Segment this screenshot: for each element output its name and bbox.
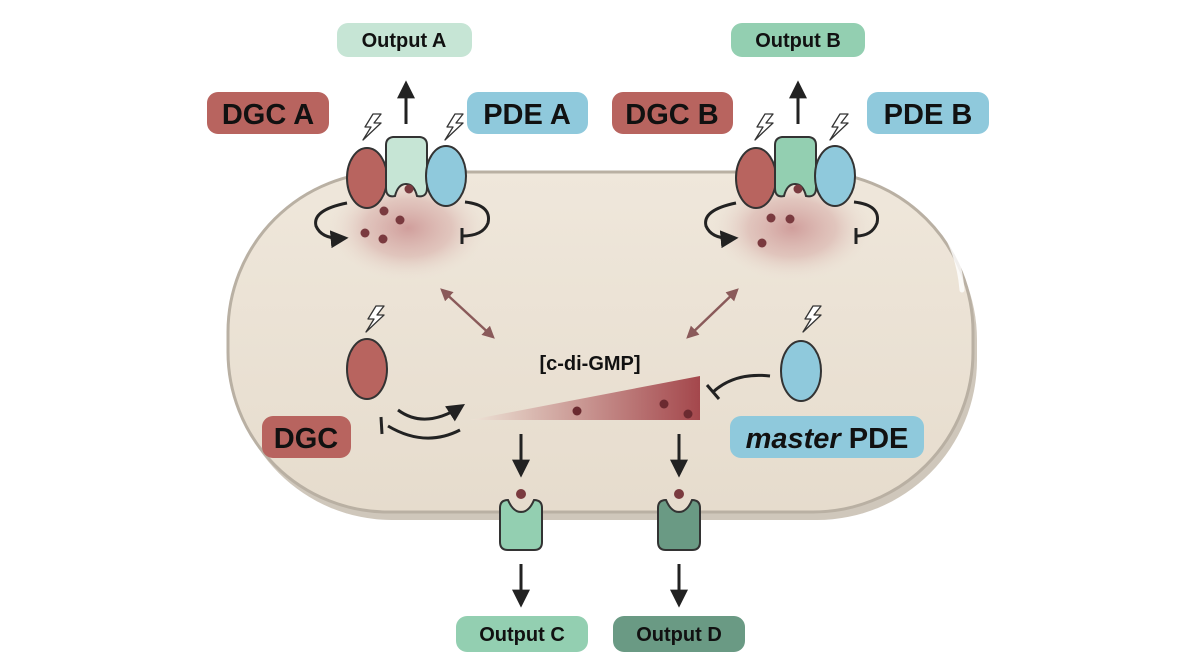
module-b-pool-exchange-arrow <box>686 288 739 339</box>
module-a <box>314 80 491 280</box>
pde-a-inhibition <box>461 200 491 238</box>
effector-c-protein <box>499 498 543 551</box>
master-pde-label-box: master PDE <box>730 416 924 458</box>
master-pde <box>705 305 822 402</box>
output-c-label-box: Output C <box>456 616 588 652</box>
lightning-master-pde-icon <box>802 305 822 333</box>
pde-a-label-box: PDE A <box>467 92 588 134</box>
module-a-pool-exchange-arrow <box>440 288 495 339</box>
pde-b-label: PDE B <box>884 99 973 131</box>
master-pde-label: master PDE <box>746 423 909 455</box>
dgc-b-protein <box>735 147 777 209</box>
lightning-pde-b-icon <box>829 113 849 141</box>
dgc-feedback-inhibition <box>387 424 461 440</box>
lightning-dgc-a-icon <box>362 113 382 141</box>
master-label-pde: PDE <box>841 423 909 455</box>
dgc-b-label: DGC B <box>625 99 718 131</box>
output-a-label-box: Output A <box>337 23 472 57</box>
dgc-synthesis-arrow <box>397 404 466 422</box>
dgc-a-label: DGC A <box>222 99 314 131</box>
c-di-gmp-label: [c-di-GMP] <box>539 353 640 375</box>
pde-a-label: PDE A <box>483 99 571 131</box>
pde-b-inhibition <box>853 200 880 238</box>
master-pde-inhibition <box>711 373 771 394</box>
dgc-a-activation-arrow <box>314 201 349 249</box>
dgc-label-box: DGC <box>262 416 351 458</box>
dgc-a-label-box: DGC A <box>207 92 329 134</box>
lightning-dgc-icon <box>365 305 385 333</box>
output-b-label: Output B <box>755 30 841 52</box>
master-label-italic: master <box>746 423 843 455</box>
output-d-label: Output D <box>636 624 722 646</box>
dgc-protein <box>346 338 388 400</box>
effector-d <box>657 434 701 608</box>
pde-b-label-box: PDE B <box>867 92 989 134</box>
output-c-label: Output C <box>479 624 565 646</box>
lightning-dgc-b-icon <box>754 113 774 141</box>
dgc-b-activation-arrow <box>704 201 739 249</box>
global-dgc <box>346 305 466 440</box>
effector-d-protein <box>657 498 701 551</box>
effector-b-protein <box>774 136 817 198</box>
output-d-label-box: Output D <box>613 616 745 652</box>
pde-b-protein <box>814 145 856 207</box>
output-a-label: Output A <box>362 30 447 52</box>
lightning-pde-a-icon <box>444 113 464 141</box>
dgc-b-label-box: DGC B <box>612 92 733 134</box>
master-pde-protein <box>780 340 822 402</box>
c-di-gmp-gradient <box>470 376 700 420</box>
pde-a-protein <box>425 145 467 207</box>
dgc-label: DGC <box>274 423 339 455</box>
module-b <box>704 80 880 280</box>
effector-a-protein <box>385 136 428 198</box>
dgc-a-protein <box>346 147 388 209</box>
output-b-label-box: Output B <box>731 23 865 57</box>
effector-c <box>499 434 543 608</box>
